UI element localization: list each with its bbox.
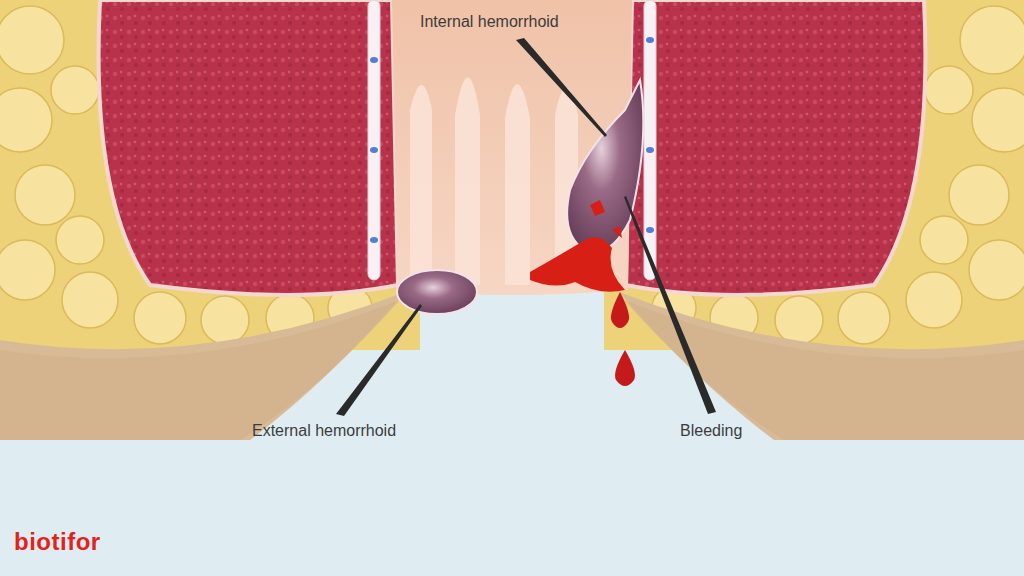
part-label: Internal hemorrhoid xyxy=(420,12,559,32)
part-label: Bleeding xyxy=(680,421,742,441)
watermark: biotifor xyxy=(14,528,101,556)
part-label: External hemorrhoid xyxy=(252,421,396,441)
